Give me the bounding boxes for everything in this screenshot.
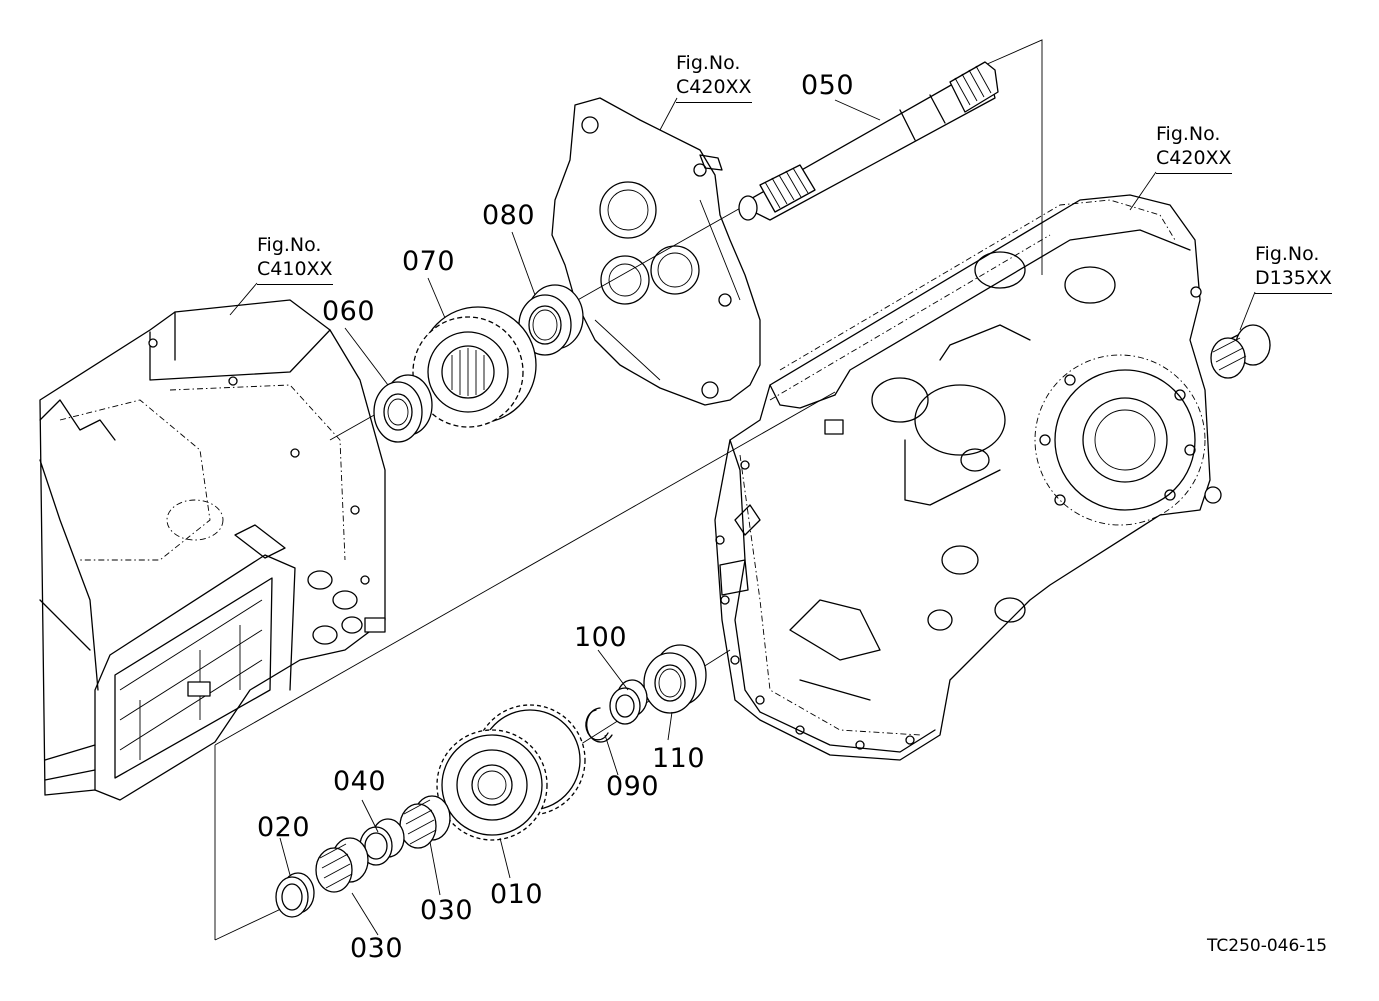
figure-ref-d135: Fig.No. D135XX [1255, 243, 1332, 294]
part-label-110: 110 [652, 743, 706, 774]
needle-bearing-030-b [315, 837, 369, 893]
figure-ref-code: C410XX [257, 258, 333, 285]
double-gear-010 [436, 704, 586, 841]
part-label-080: 080 [482, 200, 536, 231]
figure-ref-prefix: Fig.No. [1156, 123, 1221, 145]
collar-100 [609, 679, 648, 725]
figure-ref-code: C420XX [676, 76, 752, 103]
figure-ref-c420-right: Fig.No. C420XX [1156, 123, 1232, 174]
part-label-020: 020 [257, 812, 311, 843]
ball-bearing-080 [518, 284, 584, 356]
part-label-030-upper: 030 [420, 895, 474, 926]
figure-ref-code: D135XX [1255, 267, 1332, 294]
d135-needle-bearing [1210, 324, 1271, 379]
part-label-070: 070 [402, 246, 456, 277]
figure-ref-code: C420XX [1156, 147, 1232, 174]
part-label-050: 050 [801, 70, 855, 101]
figure-ref-c410: Fig.No. C410XX [257, 234, 333, 285]
part-label-040: 040 [333, 766, 387, 797]
splined-shaft-050 [738, 61, 999, 221]
part-label-100: 100 [574, 622, 628, 653]
upper-cover-plate [551, 97, 761, 406]
snap-ring-090 [585, 707, 613, 743]
ball-bearing-110 [643, 644, 707, 714]
figure-ref-c420-upper: Fig.No. C420XX [676, 52, 752, 103]
part-label-090: 090 [606, 771, 660, 802]
document-id: TC250-046-15 [1207, 936, 1328, 956]
part-label-060: 060 [322, 296, 376, 327]
figure-ref-prefix: Fig.No. [1255, 243, 1320, 265]
spur-gear-070 [412, 306, 537, 428]
thrust-collar-020 [275, 872, 315, 918]
needle-bearing-030-a [399, 795, 451, 849]
part-label-010: 010 [490, 879, 544, 910]
part-label-030-lower: 030 [350, 933, 404, 964]
figure-ref-prefix: Fig.No. [676, 52, 741, 74]
main-gearbox-housing [714, 194, 1222, 761]
figure-ref-prefix: Fig.No. [257, 234, 322, 256]
left-transmission-case [39, 299, 386, 801]
ball-bearing-060 [373, 374, 433, 443]
leader-lines [229, 97, 1256, 936]
